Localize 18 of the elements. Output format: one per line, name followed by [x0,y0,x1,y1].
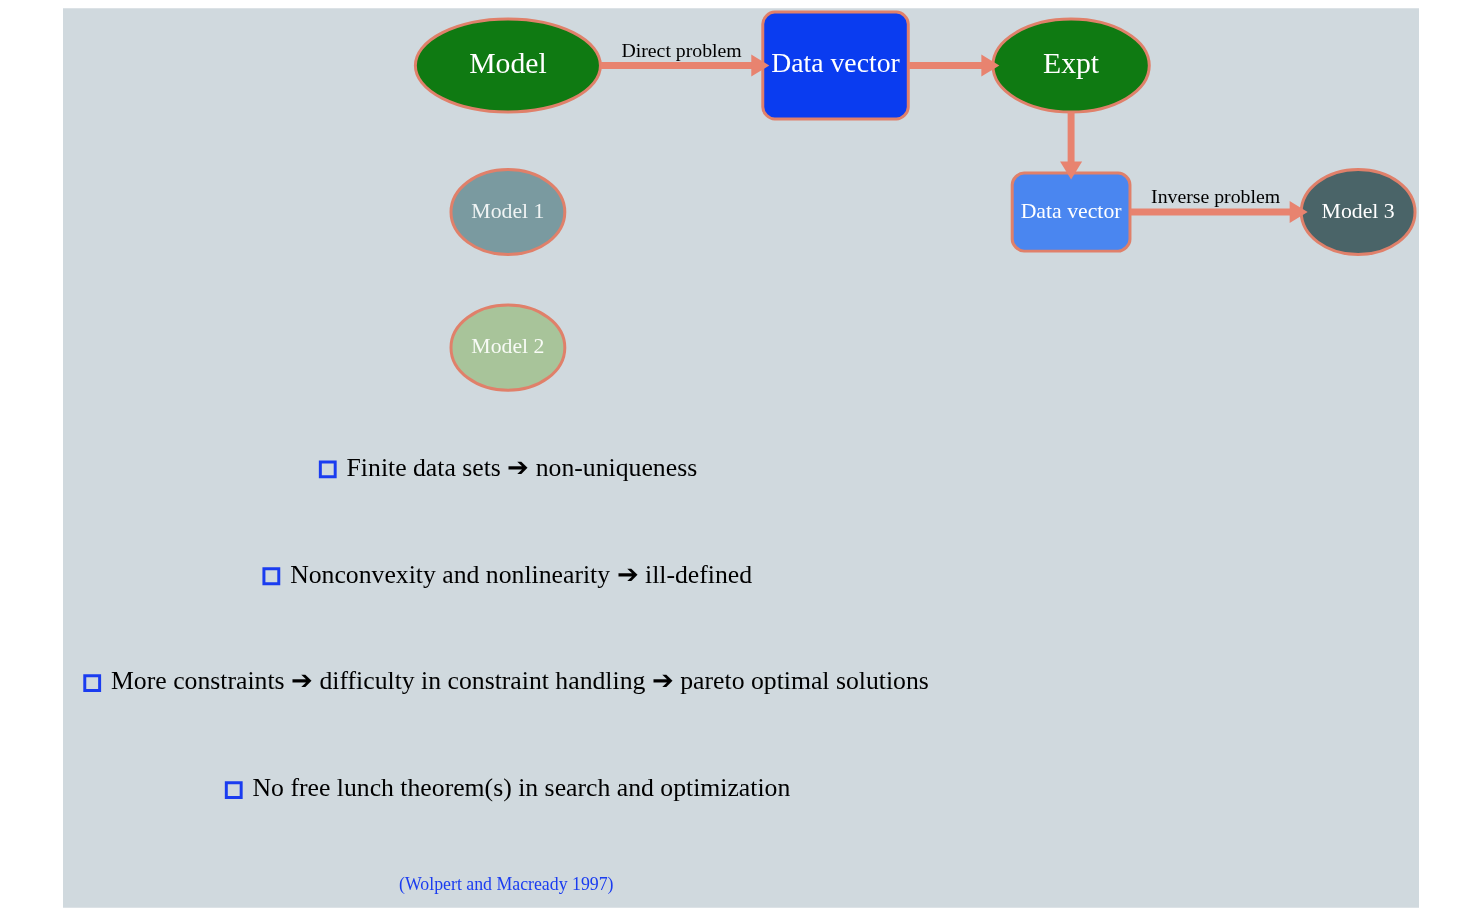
node-box: Data vector [1010,171,1132,253]
arrow [1130,201,1308,224]
edge-label: Inverse problem [1151,185,1281,208]
label: More constraints ➔ difficulty in constraint handling ➔ pareto optimal solutions [111,666,929,696]
node-box: Data vector [761,10,910,121]
arrow [908,54,1000,77]
arrow [1060,112,1083,180]
node-ellipse: Model 3 [1299,168,1417,257]
label: Finite data sets ➔ non-uniqueness [346,452,698,482]
label: No free lunch theorem(s) in search and optimization [252,773,791,803]
node-ellipse: Model 2 [449,303,567,392]
node-ellipse: Model 1 [449,168,567,257]
node-ellipse: Expt [991,17,1151,114]
edge-label: Direct problem [621,38,742,61]
label: Nonconvexity and nonlinearity ➔ ill-defined [290,559,753,589]
arrow [600,54,770,77]
node-ellipse: Model [413,17,602,114]
label: (Wolpert and Macready 1997) [399,874,614,895]
